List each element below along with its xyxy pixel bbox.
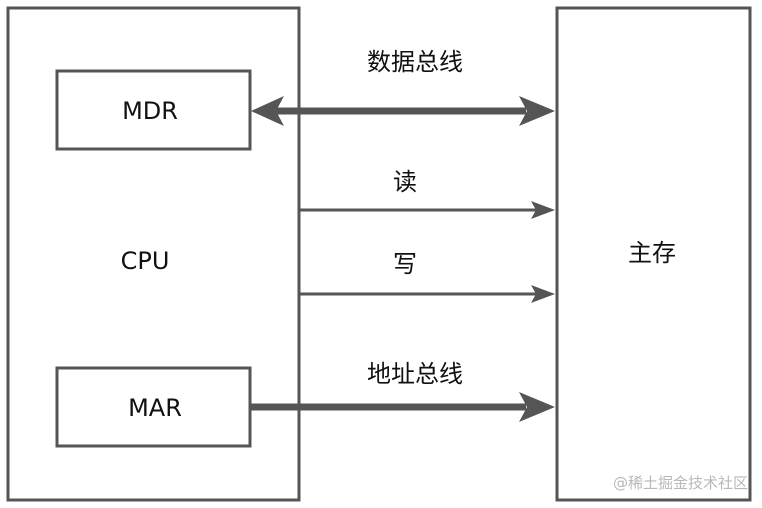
cpu-label: CPU bbox=[121, 247, 170, 275]
memory-label: 主存 bbox=[628, 239, 676, 267]
watermark-text: @稀土掘金技术社区 bbox=[613, 474, 748, 492]
read-arrowhead bbox=[531, 201, 555, 219]
write-arrow bbox=[299, 285, 555, 303]
mar-label: MAR bbox=[128, 394, 182, 422]
data-bus-label: 数据总线 bbox=[367, 48, 463, 76]
data-bus-arrow bbox=[251, 96, 555, 126]
mar-box bbox=[55, 366, 252, 448]
write-arrowhead bbox=[531, 285, 555, 303]
read-arrow bbox=[299, 201, 555, 219]
address-bus-arrowhead bbox=[519, 392, 555, 422]
address-bus-arrow bbox=[250, 392, 555, 422]
read-label: 读 bbox=[393, 168, 417, 196]
data-bus-right-arrowhead bbox=[519, 96, 555, 126]
write-label: 写 bbox=[393, 250, 417, 278]
address-bus-label: 地址总线 bbox=[367, 360, 463, 388]
mdr-box bbox=[55, 69, 252, 151]
memory-box bbox=[555, 6, 752, 502]
mdr-label: MDR bbox=[122, 97, 178, 125]
data-bus-left-arrowhead bbox=[251, 96, 284, 126]
